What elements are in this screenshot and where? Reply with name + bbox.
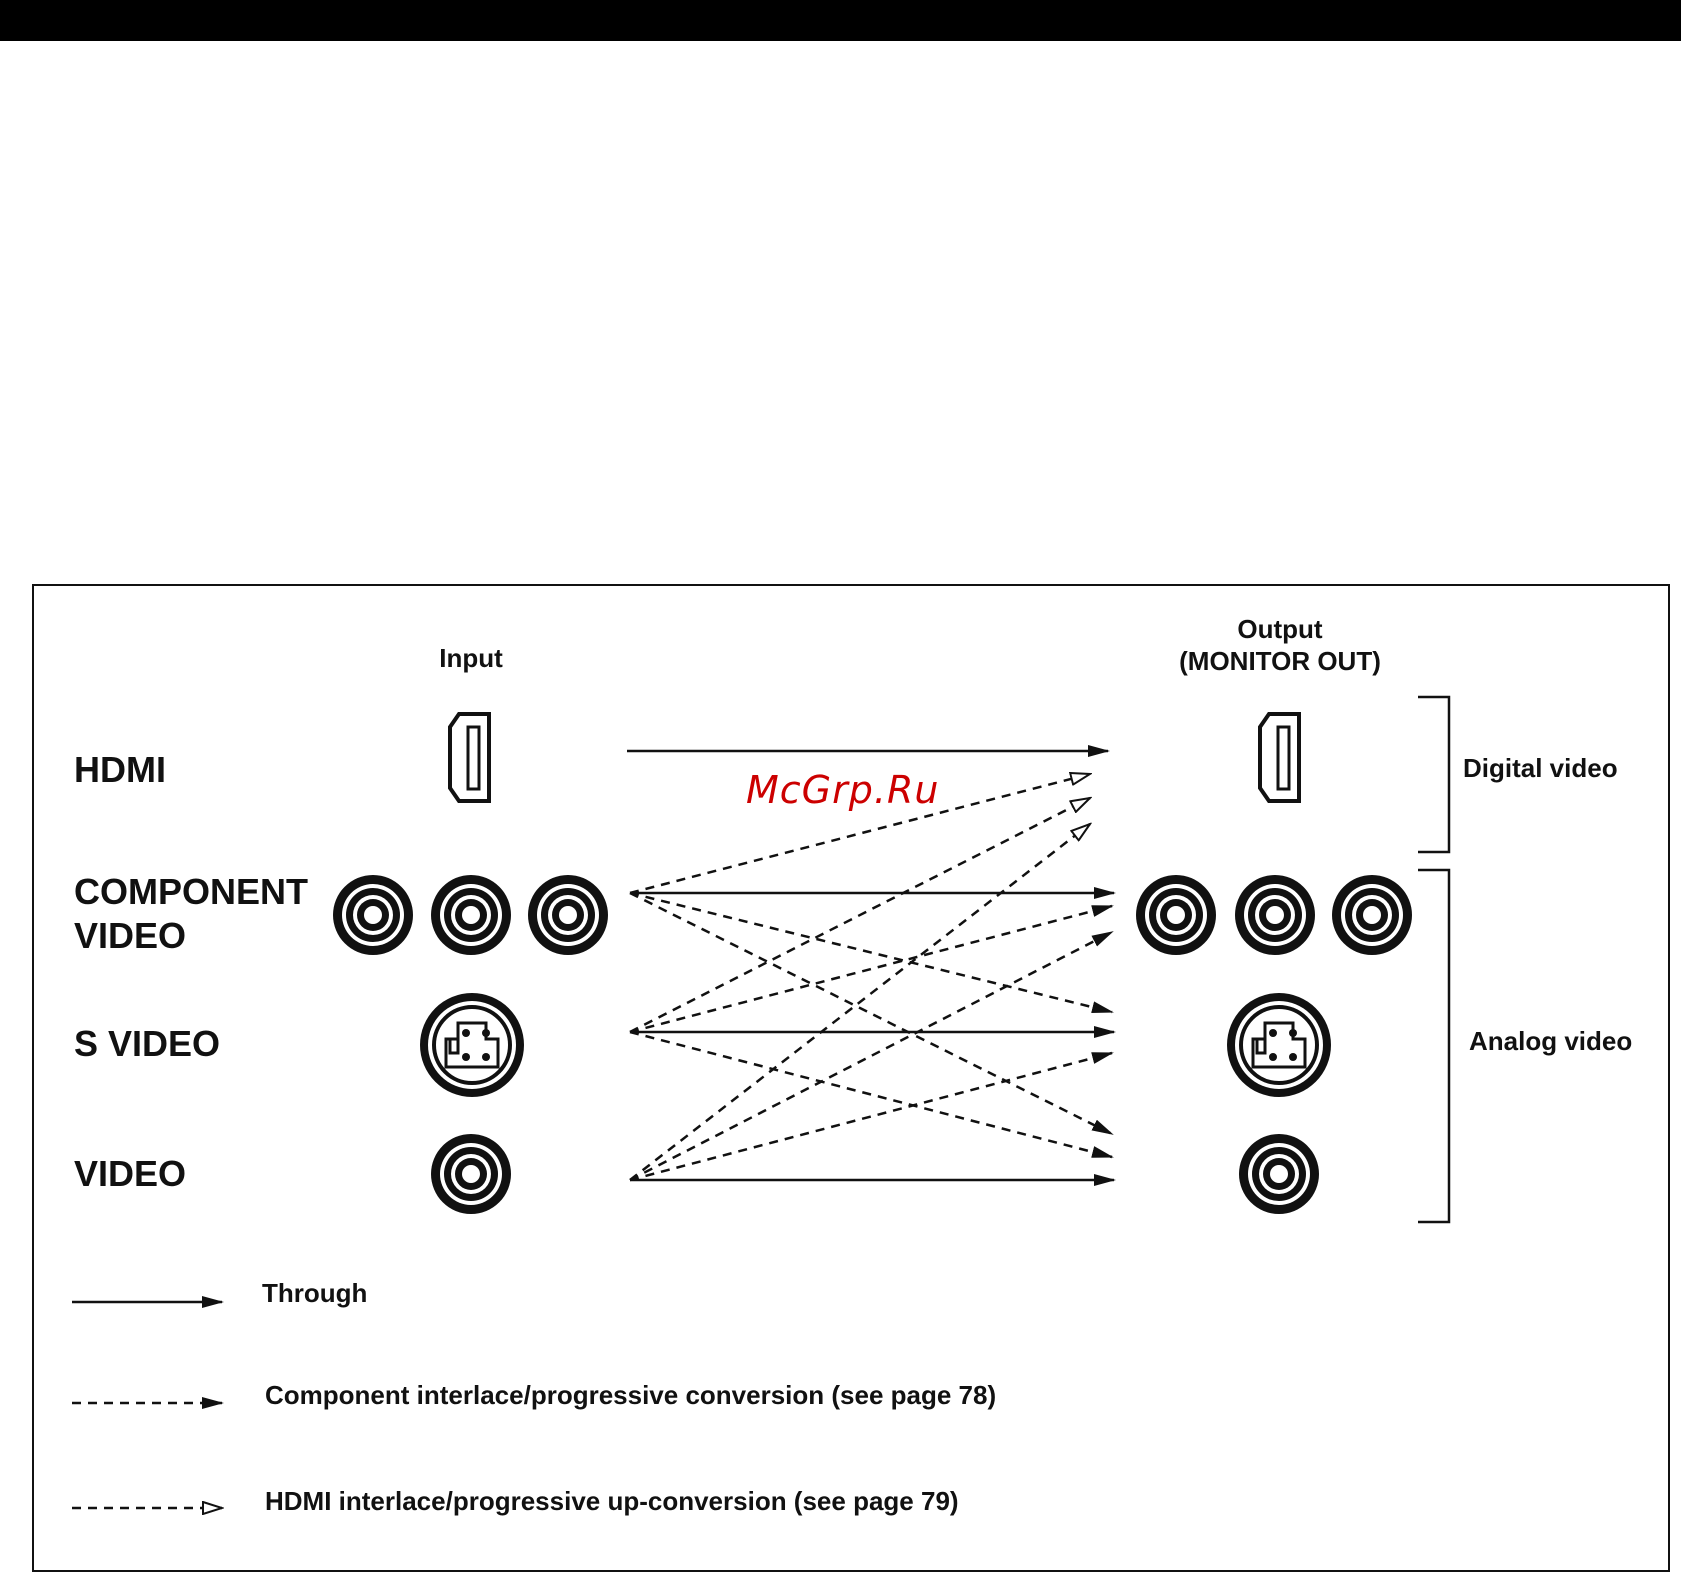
legend-component-label: Component interlace/progressive conversi…	[265, 1380, 996, 1410]
hdmi-upconversion-paths	[630, 774, 1090, 1180]
component-conversion-paths	[630, 893, 1112, 1180]
output-s-video-jack-icon	[1227, 993, 1331, 1097]
component-to-video-arrow	[630, 893, 1112, 1134]
watermark: McGrp.Ru	[746, 768, 939, 812]
analog-video-label: Analog video	[1469, 1026, 1632, 1057]
output-component-pr-jack-icon	[1332, 875, 1412, 955]
legend-hdmi-label: HDMI interlace/progressive up-conversion…	[265, 1486, 959, 1516]
output-subheader: (MONITOR OUT)	[1150, 646, 1410, 677]
legend-through-label: Through	[262, 1278, 367, 1308]
output-header: Output	[1150, 614, 1410, 645]
input-header: Input	[416, 643, 526, 674]
digital-video-bracket	[1418, 697, 1449, 852]
video-to-component-arrow	[630, 932, 1112, 1180]
s-video-to-hdmi-arrow	[630, 798, 1090, 1032]
input-s-video-jack-icon	[420, 993, 524, 1097]
input-component-pr-jack-icon	[528, 875, 608, 955]
video-to-s-video-arrow	[630, 1053, 1112, 1180]
input-component-pb-jack-icon	[431, 875, 511, 955]
input-component-y-jack-icon	[333, 875, 413, 955]
output-video-jack-icon	[1239, 1134, 1319, 1214]
row-label-video: VIDEO	[74, 1152, 186, 1196]
input-video-jack-icon	[431, 1134, 511, 1214]
digital-video-label: Digital video	[1463, 753, 1618, 784]
s-video-to-video-arrow	[630, 1032, 1112, 1157]
row-label-s-video: S VIDEO	[74, 1022, 220, 1066]
row-label-component-video: VIDEO	[74, 914, 186, 958]
s-video-to-component-arrow	[630, 906, 1112, 1032]
row-label-hdmi: HDMI	[74, 748, 166, 792]
output-component-y-jack-icon	[1136, 875, 1216, 955]
output-component-pb-jack-icon	[1235, 875, 1315, 955]
input-hdmi-port-icon	[450, 714, 489, 801]
analog-video-bracket	[1418, 870, 1449, 1222]
output-hdmi-port-icon	[1260, 714, 1299, 801]
row-label-component: COMPONENT	[74, 870, 308, 914]
video-to-hdmi-arrow	[630, 824, 1090, 1180]
